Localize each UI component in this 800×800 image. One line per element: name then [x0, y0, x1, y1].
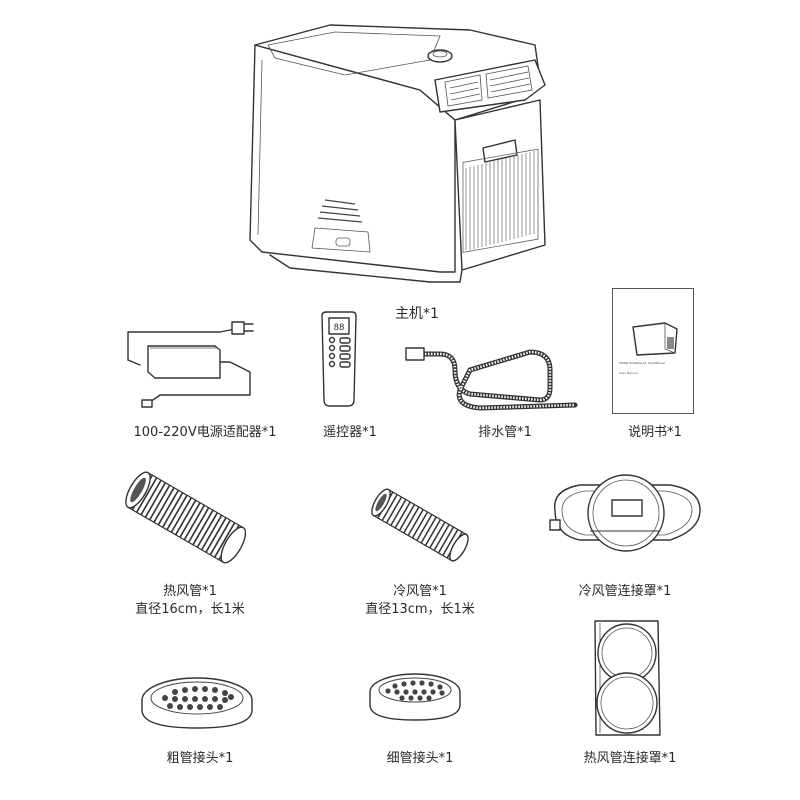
cold-hose-label: 冷风管*1	[393, 584, 447, 599]
item-thin-joint: 细管接头*1	[360, 660, 480, 770]
main-unit: 主机*1	[0, 0, 800, 322]
cold-hose-spec: 直径13cm，长1米	[365, 602, 475, 617]
item-manual: CHAIR Portable Air Conditioner User Manu…	[600, 288, 710, 448]
hot-hose-label: 热风管*1	[163, 584, 217, 599]
power-adapter-icon	[127, 321, 254, 408]
hot-hose-spec: 直径16cm，长1米	[135, 602, 245, 617]
item-hot-cover: 热风管连接罩*1	[560, 615, 700, 775]
adapter-label: 100-220V电源适配器*1	[133, 425, 277, 440]
cold-air-hose-icon	[371, 488, 469, 562]
remote-control-icon: 88	[321, 311, 357, 407]
main-unit-label: 主机*1	[395, 306, 439, 322]
manual-label: 说明书*1	[628, 425, 682, 440]
manual-cover-title: CHAIR Portable Air Conditioner	[619, 361, 666, 365]
item-drain-hose: 排水管*1	[400, 330, 580, 450]
portable-air-conditioner-icon	[249, 24, 546, 283]
cold-hose-cover-icon	[549, 474, 701, 552]
item-cold-hose: 冷风管*1 直径13cm，长1米	[340, 480, 500, 620]
manual-booklet-icon: CHAIR Portable Air Conditioner User Manu…	[612, 288, 694, 414]
thick-joint-icon	[141, 677, 253, 729]
hot-cover-label: 热风管连接罩*1	[583, 751, 677, 766]
remote-label: 遥控器*1	[323, 425, 377, 440]
hot-hose-cover-icon	[594, 620, 661, 736]
thin-joint-label: 细管接头*1	[386, 751, 454, 766]
manual-cover-subtitle: User Manual	[619, 371, 638, 375]
item-hot-hose: 热风管*1 直径16cm，长1米	[110, 470, 270, 620]
drain-hose-icon	[405, 347, 578, 411]
item-cold-cover: 冷风管连接罩*1	[540, 465, 710, 610]
item-remote: 88 遥控器*1	[300, 310, 400, 450]
drain-hose-label: 排水管*1	[478, 425, 532, 440]
hot-air-hose-icon	[125, 471, 247, 564]
thick-joint-label: 粗管接头*1	[166, 751, 234, 766]
thin-joint-icon	[369, 673, 461, 721]
cold-cover-label: 冷风管连接罩*1	[578, 584, 672, 599]
item-thick-joint: 粗管接头*1	[135, 660, 265, 770]
item-adapter: 100-220V电源适配器*1	[120, 310, 276, 450]
svg-text:88: 88	[334, 323, 345, 333]
